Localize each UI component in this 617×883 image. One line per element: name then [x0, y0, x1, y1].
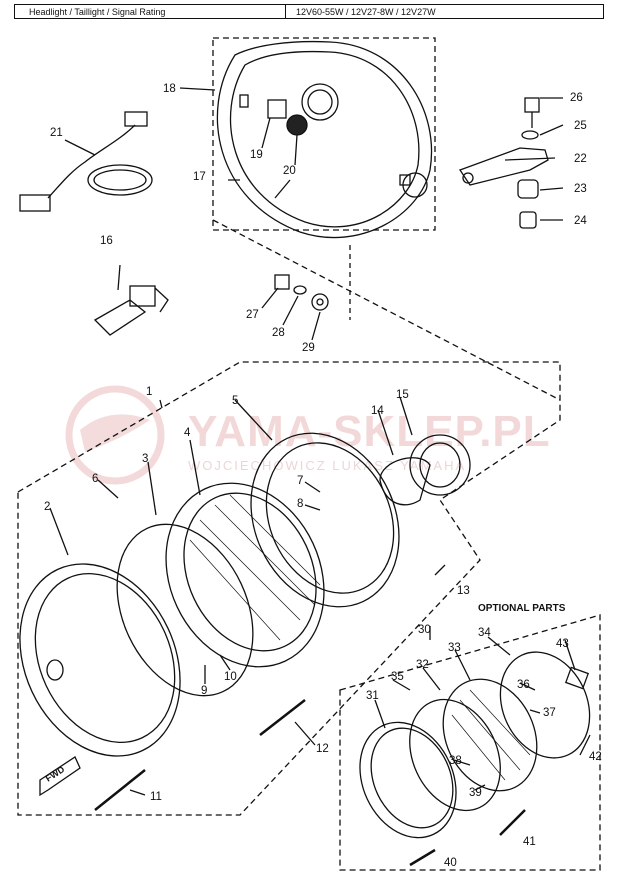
part-label-23: 23	[574, 183, 587, 195]
optional-rim	[359, 721, 457, 839]
part-label-35: 35	[391, 671, 404, 683]
part-label-5: 5	[232, 395, 238, 407]
part-label-37: 37	[543, 707, 556, 719]
part-label-40: 40	[444, 857, 457, 869]
part-label-10: 10	[224, 671, 237, 683]
part-label-17: 17	[193, 171, 206, 183]
optional-bracket-43	[564, 666, 590, 690]
part-label-15: 15	[396, 389, 409, 401]
part-label-21: 21	[50, 127, 63, 139]
watermark-title: YAMA-SKLEP.PL	[188, 407, 551, 456]
part-label-14: 14	[371, 405, 384, 417]
part-label-12: 12	[316, 743, 329, 755]
part-label-24: 24	[574, 215, 587, 227]
part-label-41: 41	[523, 836, 536, 848]
headlight-housing	[216, 40, 433, 239]
rating-table: Headlight / Taillight / Signal Rating 12…	[14, 4, 604, 19]
part-label-39: 39	[469, 787, 482, 799]
inner-mount-ring	[116, 523, 254, 697]
rating-table-left-cell: Headlight / Taillight / Signal Rating	[15, 5, 286, 18]
headlight-bulb	[93, 285, 169, 336]
part-label-25: 25	[574, 120, 587, 132]
part-label-33: 33	[448, 642, 461, 654]
part-label-28: 28	[272, 327, 285, 339]
optional-reflector	[499, 651, 591, 759]
part-label-11: 11	[150, 791, 162, 803]
headlight-group-frame	[17, 361, 561, 816]
part-label-19: 19	[250, 149, 263, 161]
mount-bracket-parts	[459, 97, 549, 229]
part-label-13: 13	[457, 585, 470, 597]
part-label-29: 29	[302, 342, 315, 354]
part-label-22: 22	[574, 153, 587, 165]
part-label-3: 3	[142, 453, 148, 465]
part-label-38: 38	[449, 755, 462, 767]
forward-arrow-icon: FWD	[39, 756, 81, 797]
bulb-socket	[379, 434, 471, 506]
part-label-26: 26	[570, 92, 583, 104]
part-label-9: 9	[201, 685, 207, 697]
part-label-36: 36	[517, 679, 530, 691]
part-label-16: 16	[100, 235, 113, 247]
screw-41	[499, 809, 526, 836]
part-label-2: 2	[44, 501, 50, 513]
part-label-27: 27	[246, 309, 259, 321]
part-label-4: 4	[184, 427, 191, 439]
optional-parts-frame	[339, 614, 601, 871]
optional-lens-unit	[442, 678, 538, 792]
part-label-7: 7	[297, 475, 303, 487]
screw-11	[94, 769, 146, 811]
headlight-rim	[19, 563, 181, 757]
part-label-30: 30	[418, 624, 431, 636]
part-label-8: 8	[297, 498, 303, 510]
wire-harness	[19, 111, 153, 212]
part-label-31: 31	[366, 690, 379, 702]
part-label-1: 1	[146, 386, 152, 398]
headlight-lens-unit	[165, 482, 325, 668]
screw-12	[259, 699, 306, 736]
part-label-34: 34	[478, 627, 491, 639]
part-number-labels: 1 2 3 4 5 6 7 8 9 10 11 12 13 14 15 16 1…	[44, 83, 602, 869]
watermark-logo-icon	[65, 385, 165, 485]
part-label-6: 6	[92, 473, 98, 485]
optional-inner-ring	[409, 698, 501, 812]
watermark: YAMA-SKLEP.PL WOJCIECHOWICZ LUKASZ YAMAH…	[65, 385, 551, 485]
screw-40	[409, 848, 436, 867]
part-label-42: 42	[589, 751, 602, 763]
screw-washer-set	[274, 274, 329, 311]
housing-group-frame	[212, 37, 436, 231]
part-label-32: 32	[416, 659, 429, 671]
optional-parts-label: OPTIONAL PARTS	[478, 603, 566, 614]
rating-table-right-cell: 12V60-55W / 12V27-8W / 12V27W	[296, 6, 436, 17]
part-label-18: 18	[163, 83, 176, 95]
part-label-20: 20	[283, 165, 296, 177]
part-label-43: 43	[556, 638, 569, 650]
